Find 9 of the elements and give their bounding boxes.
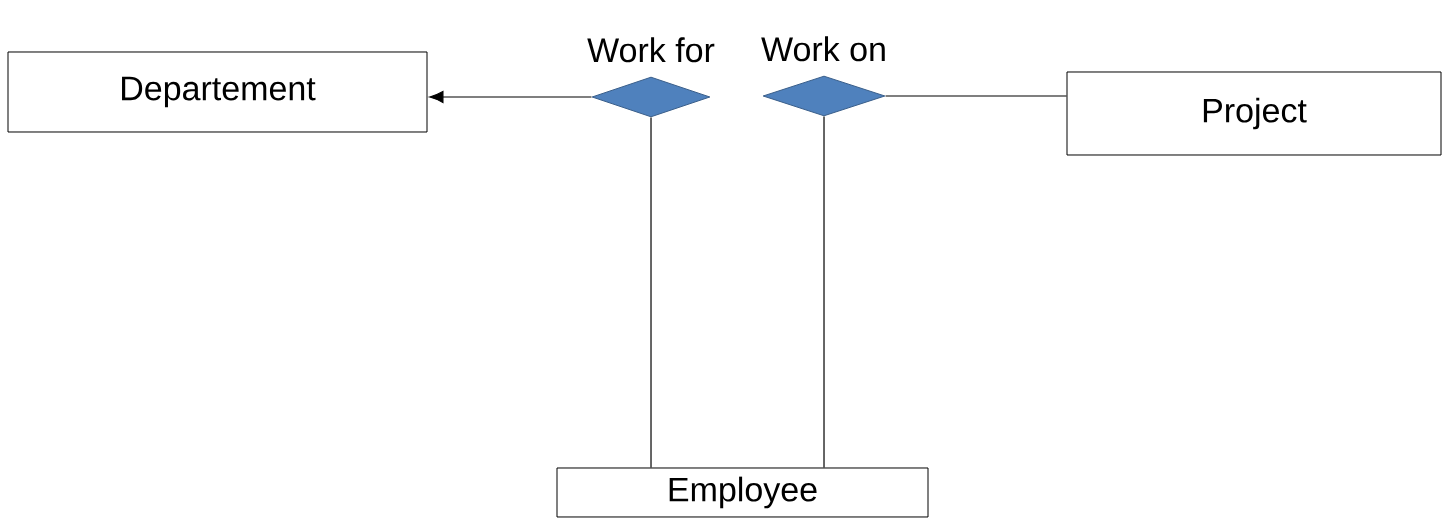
connector xyxy=(884,95,1068,97)
entity-box: Project xyxy=(1066,71,1442,156)
entity-box: Employee xyxy=(556,467,929,518)
relationship-label: Work for xyxy=(587,37,715,63)
entity-box: Departement xyxy=(7,51,428,133)
relationship-label: Work on xyxy=(761,36,885,62)
connector xyxy=(429,91,593,103)
connector xyxy=(823,115,825,469)
connector xyxy=(650,116,652,469)
